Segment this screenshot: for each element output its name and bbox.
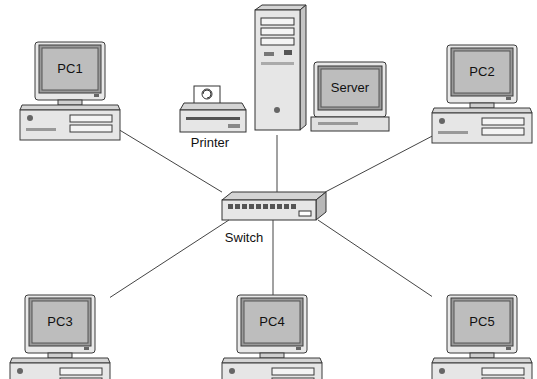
pc-device: PC1 <box>20 42 120 142</box>
network-cable <box>325 136 432 192</box>
pc-icon <box>432 295 532 379</box>
switch-icon <box>222 192 326 220</box>
network-cable <box>110 220 229 297</box>
switch-device: Switch <box>222 192 326 220</box>
device-label: PC5 <box>469 315 494 329</box>
network-cable <box>273 220 274 295</box>
network-cable <box>277 135 278 192</box>
printer-icon <box>180 86 246 132</box>
device-label: Server <box>331 81 369 95</box>
pc-device: PC5 <box>432 295 532 379</box>
pc-icon <box>20 42 120 140</box>
device-label: Switch <box>225 231 263 245</box>
pc-icon <box>432 45 532 143</box>
device-label: PC4 <box>259 315 284 329</box>
network-cable <box>318 220 432 296</box>
server-tower <box>255 5 306 130</box>
pc-icon <box>10 295 110 379</box>
server-device: Server <box>252 5 392 135</box>
pc-device: PC3 <box>10 295 110 379</box>
pc-device: PC4 <box>222 295 322 379</box>
device-label: PC1 <box>57 62 82 76</box>
pc-device: PC2 <box>432 45 532 145</box>
server-monitor <box>311 62 389 131</box>
device-label: Printer <box>191 136 229 150</box>
device-label: PC2 <box>469 65 494 79</box>
printer-device: Printer <box>176 82 252 154</box>
device-label: PC3 <box>47 315 72 329</box>
pc-icon <box>222 295 322 379</box>
